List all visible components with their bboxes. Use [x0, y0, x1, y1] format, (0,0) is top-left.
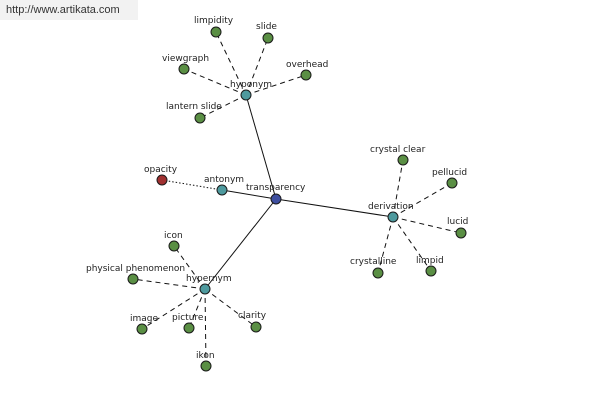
edges-layer: [132, 31, 462, 367]
edge-hypernym-picture: [188, 288, 206, 329]
edge-hyponym-viewgraph: [183, 68, 247, 96]
label-antonym[interactable]: antonym: [204, 175, 244, 185]
label-lantern-slide[interactable]: lantern slide: [166, 102, 222, 112]
label-lucid[interactable]: lucid: [447, 217, 468, 227]
label-pellucid[interactable]: pellucid: [432, 168, 467, 178]
node-icon[interactable]: [168, 240, 180, 252]
label-opacity[interactable]: opacity: [144, 165, 178, 175]
node-physical-phenomenon[interactable]: [127, 273, 139, 285]
edge-hyponym-limpidity: [215, 31, 247, 96]
edge-transparency-antonym: [221, 189, 277, 200]
node-antonym[interactable]: [216, 184, 228, 196]
label-crystal-clear[interactable]: crystal clear: [370, 145, 426, 155]
node-hypernym[interactable]: [199, 283, 211, 295]
label-viewgraph[interactable]: viewgraph: [162, 54, 209, 64]
label-icon[interactable]: icon: [164, 231, 183, 241]
edge-transparency-derivation: [275, 198, 394, 218]
node-overhead[interactable]: [300, 69, 312, 81]
edge-hyponym-overhead: [245, 74, 307, 96]
label-slide[interactable]: slide: [256, 22, 277, 32]
label-hyponym[interactable]: hyponym: [230, 80, 272, 90]
label-transparency[interactable]: transparency: [246, 183, 306, 193]
node-limpid[interactable]: [425, 265, 437, 277]
edge-transparency-hypernym: [204, 198, 277, 290]
node-ikon[interactable]: [200, 360, 212, 372]
edge-derivation-lucid: [392, 216, 462, 234]
node-crystalline[interactable]: [372, 267, 384, 279]
edge-hypernym-ikon: [204, 288, 207, 367]
node-viewgraph[interactable]: [178, 63, 190, 75]
label-image[interactable]: image: [130, 314, 158, 324]
label-overhead[interactable]: overhead: [286, 60, 328, 70]
node-crystal-clear[interactable]: [397, 154, 409, 166]
edge-derivation-limpid: [392, 216, 432, 272]
label-physical-phenomenon[interactable]: physical phenomenon: [86, 264, 185, 274]
label-derivation[interactable]: derivation: [368, 202, 414, 212]
label-limpidity[interactable]: limpidity: [194, 16, 234, 26]
node-opacity[interactable]: [156, 174, 168, 186]
label-picture[interactable]: picture: [172, 313, 204, 323]
label-clarity[interactable]: clarity: [238, 311, 267, 321]
node-lantern-slide[interactable]: [194, 112, 206, 124]
edge-transparency-hyponym: [245, 94, 277, 200]
node-clarity[interactable]: [250, 321, 262, 333]
site-url-watermark: http://www.artikata.com: [0, 0, 138, 20]
edge-derivation-crystal-clear: [392, 159, 404, 218]
edge-hypernym-clarity: [204, 288, 257, 328]
label-hypernym[interactable]: hypernym: [186, 274, 232, 284]
node-slide[interactable]: [262, 32, 274, 44]
edge-derivation-crystalline: [377, 216, 394, 274]
node-limpidity[interactable]: [210, 26, 222, 38]
edge-hyponym-slide: [245, 37, 269, 96]
node-transparency[interactable]: [270, 193, 282, 205]
node-lucid[interactable]: [455, 227, 467, 239]
label-ikon[interactable]: ikon: [196, 351, 215, 361]
label-limpid[interactable]: limpid: [416, 256, 444, 266]
node-image[interactable]: [136, 323, 148, 335]
labels-layer: transparency hyponym antonym derivation hype…: [86, 16, 468, 361]
node-derivation[interactable]: [387, 211, 399, 223]
nodes-layer: [127, 26, 467, 372]
node-picture[interactable]: [183, 322, 195, 334]
edge-derivation-pellucid: [392, 182, 453, 218]
node-pellucid[interactable]: [446, 177, 458, 189]
edge-hypernym-image: [141, 288, 206, 330]
label-crystalline[interactable]: crystalline: [350, 257, 397, 267]
node-hyponym[interactable]: [240, 89, 252, 101]
edge-hypernym-physical-phenomenon: [132, 278, 206, 290]
